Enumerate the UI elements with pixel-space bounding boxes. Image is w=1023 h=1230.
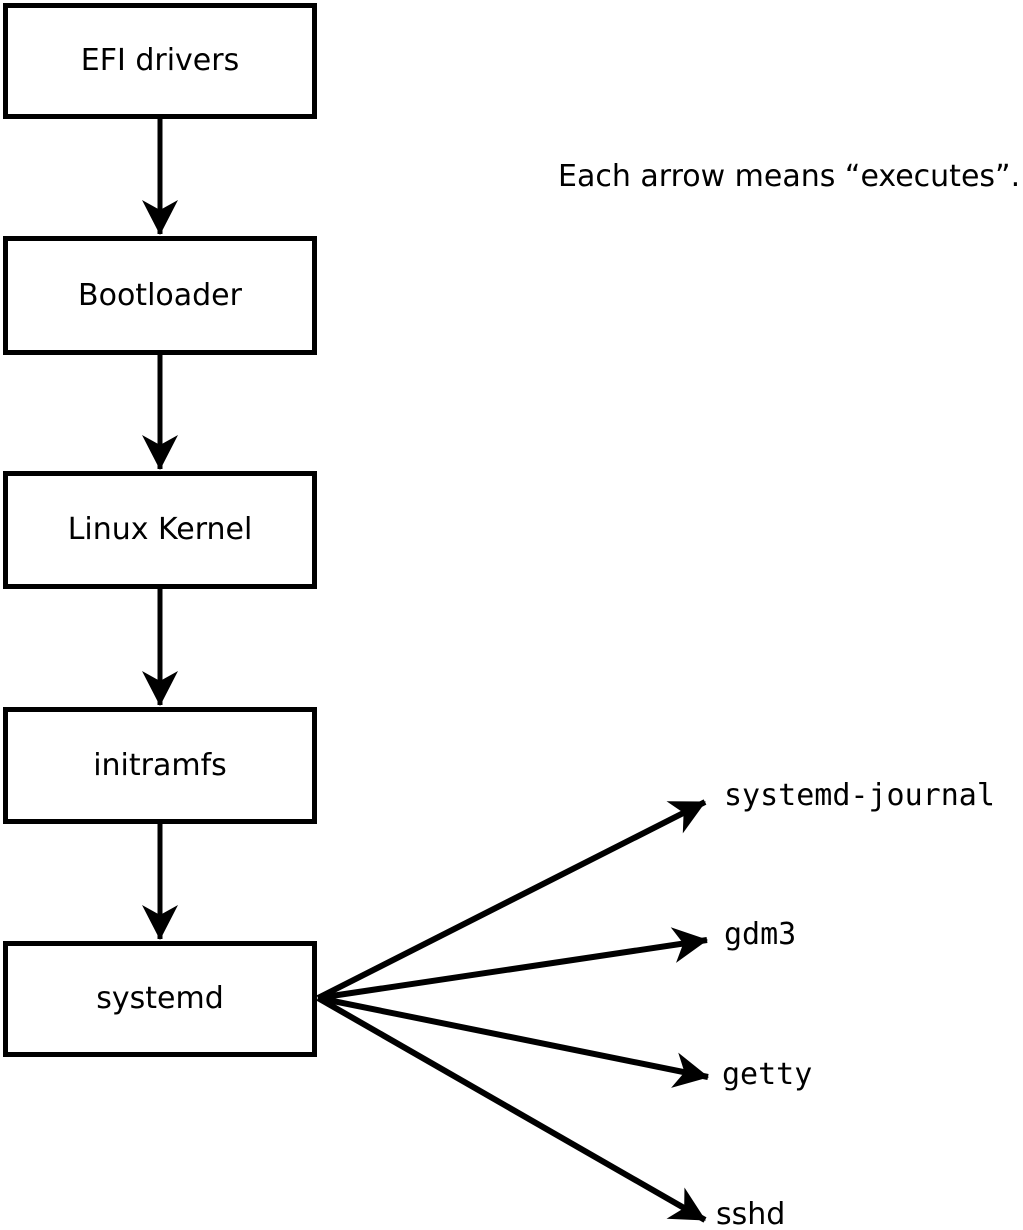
box-systemd-label: systemd <box>96 981 224 1016</box>
box-linux-kernel-label: Linux Kernel <box>67 512 253 547</box>
target-sshd-label: sshd <box>716 1197 786 1230</box>
target-gdm3-label: gdm3 <box>724 917 797 952</box>
arrow-systemd-to-journal <box>316 799 707 1001</box>
arrow-systemd-to-gdm3 <box>317 927 708 1001</box>
box-initramfs-label: initramfs <box>93 747 227 783</box>
box-efi-drivers-label: EFI drivers <box>80 43 240 78</box>
box-initramfs: initramfs <box>3 707 317 824</box>
box-efi-drivers: EFI drivers <box>3 3 317 119</box>
box-systemd: systemd <box>3 941 317 1057</box>
box-bootloader-label: Bootloader <box>78 277 242 313</box>
target-systemd-journal-label: systemd-journal <box>724 778 995 813</box>
arrow-meaning-note: Each arrow means “executes”. <box>558 159 1021 194</box>
arrow-systemd-to-sshd <box>316 995 707 1223</box>
arrow-systemd-to-getty <box>317 995 709 1088</box>
box-bootloader: Bootloader <box>3 236 317 355</box>
target-getty-label: getty <box>722 1057 813 1092</box>
box-linux-kernel: Linux Kernel <box>3 471 317 589</box>
